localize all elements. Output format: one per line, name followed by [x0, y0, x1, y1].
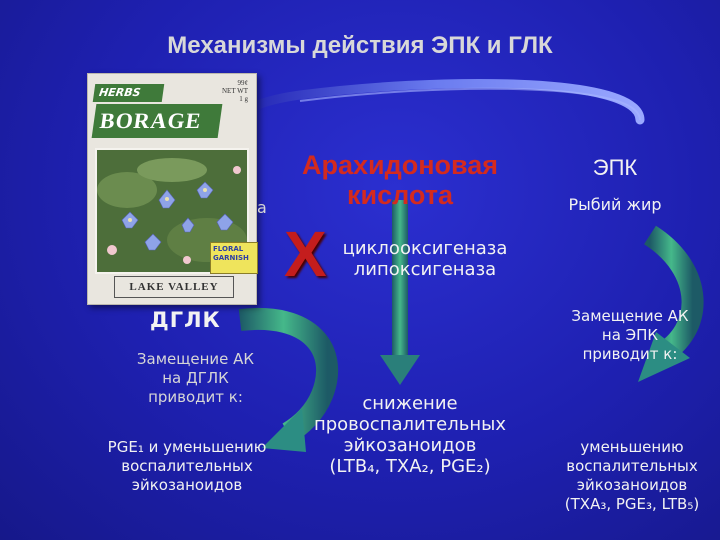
center-result-text: снижение провоспалительных эйкозаноидов …	[300, 393, 520, 477]
center-result-line3: эйкозаноидов	[343, 435, 477, 456]
center-arrow-head	[380, 355, 420, 385]
top-curved-arrow	[231, 78, 645, 125]
right-replace-line3: приводит к:	[582, 345, 678, 363]
center-result-line2: провоспалительных	[313, 414, 507, 435]
top-curved-arrow-inner	[299, 87, 641, 121]
right-result-line3: эйкозаноидов	[576, 476, 688, 494]
packet-tag-line2: GARNISH	[213, 254, 249, 262]
left-result-line3: эйкозаноидов	[131, 476, 243, 494]
right-result-line2: воспалительных	[566, 457, 698, 475]
packet-garnish-tag: FLORAL GARNISH	[210, 242, 258, 274]
page-title: Механизмы действия ЭПК и ГЛК	[167, 32, 553, 59]
right-result-line4: (TXA₃, PGE₃, LTB₅)	[564, 495, 700, 513]
packet-tag-line1: FLORAL	[213, 245, 244, 253]
left-result-text: PGE₁ и уменьшению воспалительных эйкозан…	[92, 438, 282, 495]
left-arrow-head	[262, 408, 306, 452]
epk-title: ЭПК	[592, 155, 638, 180]
enzyme-cyclooxygenase: циклооксигеназа	[342, 238, 508, 259]
left-result-line1: PGE₁ и уменьшению	[107, 438, 267, 456]
arachidonic-acid-label: Арахидоновая кислота	[301, 150, 499, 210]
left-replace-line1: Замещение АК	[136, 350, 255, 368]
left-replace-line3: приводит к:	[148, 388, 243, 406]
center-result-line1: снижение	[362, 393, 458, 414]
right-replace-line2: на ЭПК	[601, 326, 659, 344]
packet-info-weight: 1 g	[239, 95, 248, 103]
left-curved-arrow	[238, 307, 338, 443]
right-result-line1: уменьшению	[580, 438, 684, 456]
borage-flowers-drawing	[97, 150, 247, 272]
packet-herbs-label: HERBS	[92, 84, 165, 102]
left-result-line2: воспалительных	[121, 457, 253, 475]
occluded-text-fragment: а	[257, 198, 267, 217]
center-arrow-shaft	[392, 200, 408, 360]
left-replacement-text: Замещение АК на ДГЛК приводит к:	[108, 350, 283, 407]
packet-info-price: 99¢	[237, 79, 249, 87]
packet-info: 99¢ NET WT 1 g	[222, 79, 248, 103]
packet-brand: LAKE VALLEY	[114, 276, 234, 298]
epk-source: Рыбий жир	[568, 195, 662, 214]
packet-info-netwt: NET WT	[222, 87, 248, 95]
dglk-title: ДГЛК	[150, 308, 221, 332]
left-replace-line2: на ДГЛК	[162, 369, 229, 387]
right-replacement-text: Замещение АК на ЭПК приводит к:	[555, 307, 705, 364]
enzyme-lipoxygenase: липоксигеназа	[353, 259, 497, 280]
borage-seed-packet-image: HERBS BORAGE 99¢ NET WT 1 g	[87, 73, 258, 305]
block-x-mark: X	[284, 218, 327, 290]
right-result-text: уменьшению воспалительных эйкозаноидов (…	[548, 438, 716, 514]
right-curved-arrow	[643, 225, 704, 365]
right-arrow-head	[638, 332, 690, 382]
right-replace-line1: Замещение АК	[571, 307, 689, 325]
packet-name: BORAGE	[91, 104, 223, 138]
center-result-line4: (LTB₄, TXA₂, PGE₂)	[329, 456, 491, 477]
enzymes-block: циклооксигеназа липоксигеназа	[335, 238, 515, 280]
